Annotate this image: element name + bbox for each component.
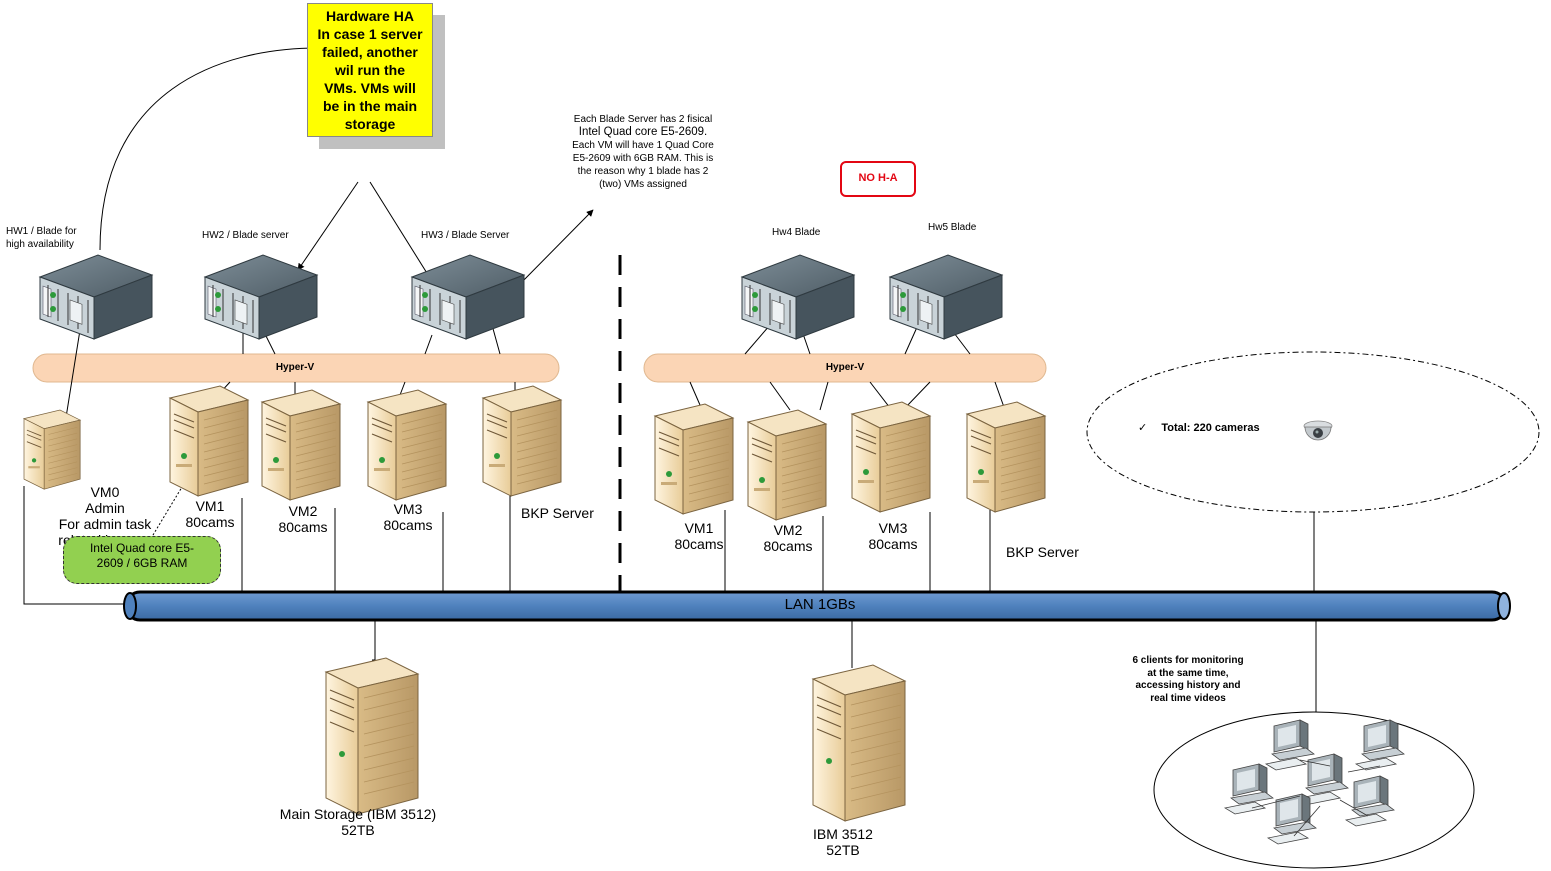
- storage-tower-icon: [812, 664, 906, 822]
- blade-server-icon: [889, 254, 1003, 340]
- cameras-zone: [1086, 351, 1540, 513]
- tower-server-icon: [851, 401, 931, 513]
- vm2-label-left: VM2 80cams: [278, 503, 328, 535]
- tower-server-icon: [747, 409, 827, 521]
- clients-note: 6 clients for monitoring at the same tim…: [1132, 655, 1244, 704]
- hw3-label: HW3 / Blade Server: [421, 230, 510, 241]
- note-line: VMs. VMs will: [324, 80, 416, 96]
- hw3-arrow-to-note: [517, 209, 594, 287]
- blade-server-icon: [741, 254, 855, 340]
- lan-label: LAN 1GBs: [784, 596, 856, 613]
- hw5-label: Hw5 Blade: [928, 222, 977, 233]
- vm1-label-left: VM1 80cams: [185, 498, 235, 530]
- note-line: wil run the: [335, 62, 405, 78]
- vm3-label-left: VM3 80cams: [383, 501, 433, 533]
- bkp-label-left: BKP Server: [521, 505, 594, 521]
- tower-server-icon: [966, 401, 1046, 513]
- main-storage-label: Main Storage (IBM 3512) 52TB: [279, 806, 437, 838]
- ha-note-arrow-to-hw2: [297, 181, 359, 271]
- tower-server-icon: [482, 385, 562, 497]
- note-line: storage: [344, 116, 396, 132]
- blade-cpu-note: Each Blade Server has 2 fisical Intel Qu…: [572, 114, 714, 190]
- note-line: failed, another: [322, 44, 418, 60]
- lan-bus: [123, 590, 1511, 622]
- secondary-storage-label: IBM 3512 52TB: [813, 826, 873, 858]
- hyperv-bar-right: [643, 353, 1047, 383]
- tower-server-icon: [261, 389, 341, 501]
- cameras-total: ✓ Total: 220 cameras: [1138, 422, 1260, 434]
- tower-server-icon: [654, 403, 734, 515]
- vm3-label-right: VM3 80cams: [868, 520, 918, 552]
- check-icon: ✓: [1138, 422, 1148, 434]
- note-line: Hardware HA: [326, 8, 414, 24]
- storage-tower-icon: [325, 657, 419, 815]
- vm1-label-right: VM1 80cams: [674, 520, 724, 552]
- cpu-spec-note: Intel Quad core E5- 2609 / 6GB RAM: [63, 536, 221, 584]
- no-ha-badge: NO H-A: [840, 161, 916, 197]
- hw1-label: HW1 / Blade for high availability: [6, 226, 77, 250]
- workstation-icon: [1224, 719, 1405, 845]
- note-line: be in the main: [322, 98, 418, 114]
- blade-server-icon: [39, 254, 153, 340]
- tower-server-icon: [169, 385, 249, 497]
- hardware-ha-note: Hardware HA In case 1 server failed, ano…: [307, 3, 433, 137]
- ha-note-arrow-to-hw3: [369, 181, 431, 279]
- hyperv-bar-left: [32, 353, 560, 383]
- clients-zone: [1153, 711, 1475, 869]
- hw4-label: Hw4 Blade: [772, 227, 821, 238]
- vm2-label-right: VM2 80cams: [763, 522, 813, 554]
- tower-server-icon: [23, 409, 81, 490]
- tower-server-icon: [367, 389, 447, 501]
- hw2-label: HW2 / Blade server: [202, 230, 289, 241]
- ha-note-curve-to-hw1: [99, 47, 319, 251]
- note-line: In case 1 server: [317, 26, 423, 42]
- blade-server-icon: [411, 254, 525, 340]
- hyperv-label-left: Hyper-V: [275, 362, 315, 373]
- dome-camera-icon: [1303, 420, 1333, 441]
- bkp-label-right: BKP Server: [1006, 544, 1079, 560]
- hyperv-label-right: Hyper-V: [825, 362, 865, 373]
